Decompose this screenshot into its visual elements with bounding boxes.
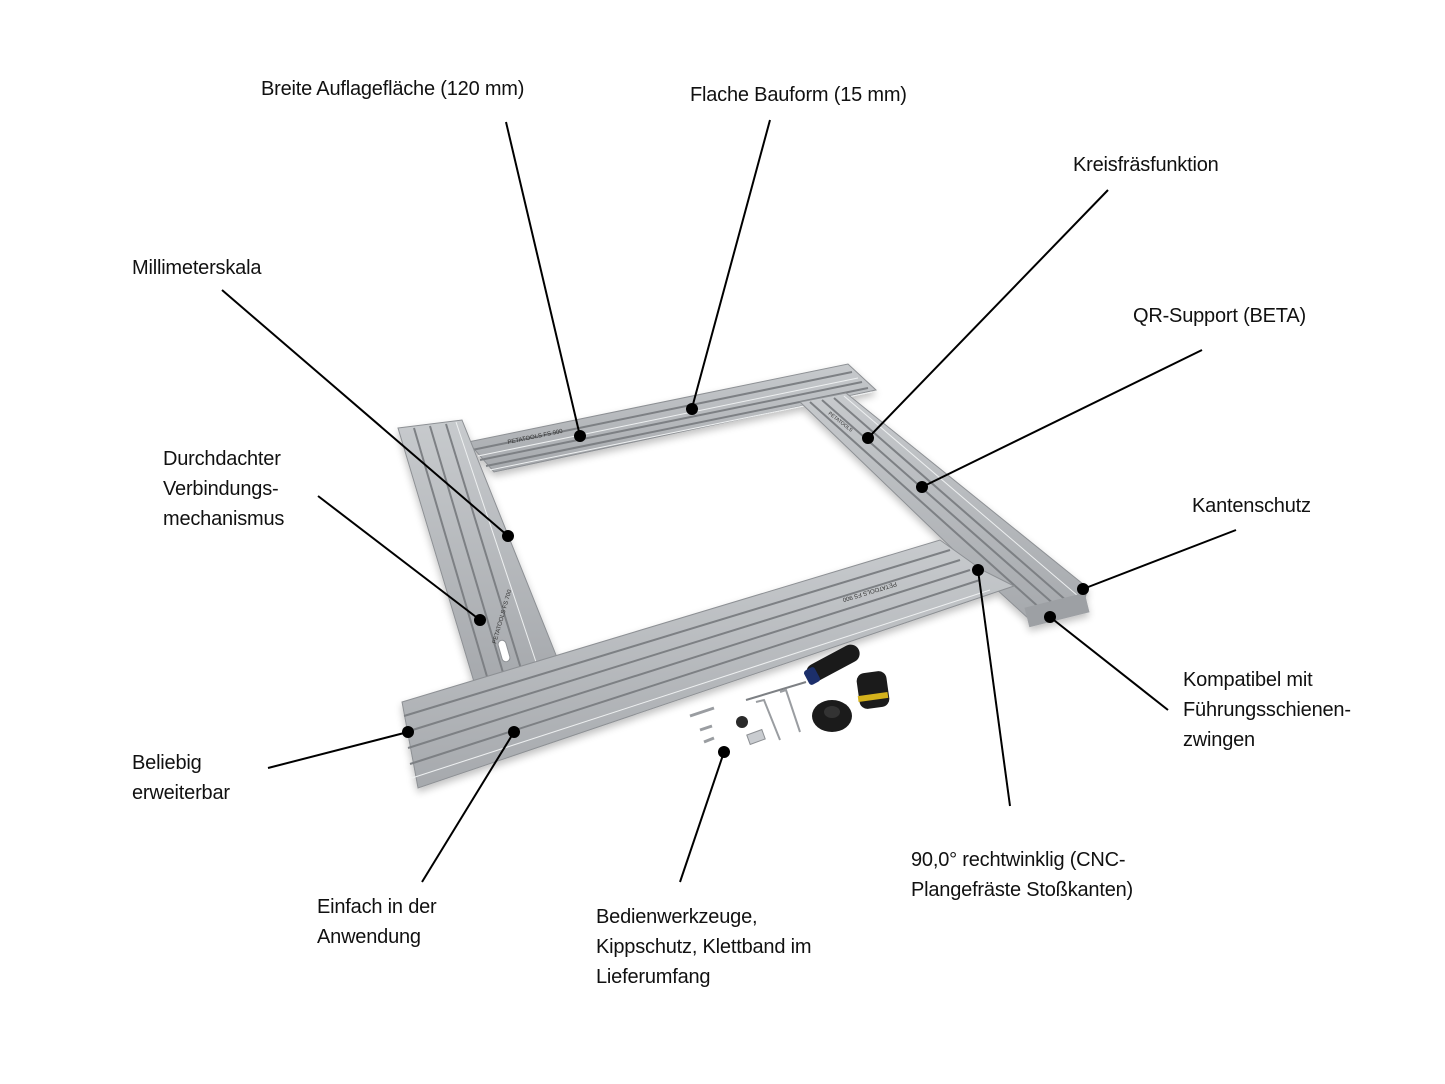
slot-nut-icon <box>746 728 766 746</box>
callout-label-erweiterbar: Beliebig erweiterbar <box>132 752 230 804</box>
callout-lines <box>221 119 1237 883</box>
callout-line-qr-support <box>921 349 1203 488</box>
nut-icon <box>736 716 748 728</box>
screw-short-icon <box>703 736 715 744</box>
rail-top <box>467 363 878 473</box>
callout-dot-flache-bauform <box>686 403 698 415</box>
callout-label-einfach: Einfach in der Anwendung <box>317 896 437 948</box>
callout-label-kreisfraes: Kreisfräsfunktion <box>1073 154 1219 176</box>
callout-label-breite-auflage: Breite Auflagefläche (120 mm) <box>261 78 525 100</box>
callout-line-lieferumfang <box>679 751 725 883</box>
callout-label-kantenschutz: Kantenschutz <box>1192 495 1311 517</box>
screw-long-icon <box>689 706 715 718</box>
callout-dot-einfach <box>508 726 520 738</box>
callout-dot-kantenschutz <box>1077 583 1089 595</box>
screwdriver-handle-icon <box>806 644 860 682</box>
callout-line-kompatibel <box>1049 616 1169 711</box>
callout-dot-breite-auflage <box>574 430 586 442</box>
callout-dot-lieferumfang <box>718 746 730 758</box>
callout-line-kantenschutz <box>1082 529 1237 590</box>
callout-label-kompatibel: Kompatibel mit Führungsschienen- zwingen <box>1183 669 1351 751</box>
callout-dot-kompatibel <box>1044 611 1056 623</box>
callout-label-millimeterskala: Millimeterskala <box>132 257 262 279</box>
callout-dot-kreisfraes <box>862 432 874 444</box>
callout-line-breite-auflage <box>505 121 581 437</box>
callout-label-qr-support: QR-Support (BETA) <box>1133 305 1306 327</box>
callout-line-rechtwinklig <box>977 569 1011 807</box>
callout-dots <box>402 403 1089 758</box>
callout-line-erweiterbar <box>267 731 409 769</box>
callout-label-flache-bauform: Flache Bauform (15 mm) <box>690 84 907 106</box>
tilt-guard-icon <box>856 671 890 709</box>
rail-front <box>401 539 1016 789</box>
callout-line-verbindung <box>317 495 481 621</box>
callout-label-verbindung: Durchdachter Verbindungs- mechanismus <box>163 448 285 530</box>
callout-label-lieferumfang: Bedienwerkzeuge, Kippschutz, Klettband i… <box>596 906 812 988</box>
callout-dot-verbindung <box>474 614 486 626</box>
hex-key-icon <box>755 698 781 741</box>
rail-left <box>397 419 559 683</box>
hex-key-icon <box>779 688 801 733</box>
callout-line-kreisfraes <box>867 189 1109 439</box>
screw-short-icon <box>699 724 713 732</box>
callout-line-flache-bauform <box>691 119 771 409</box>
callout-dot-qr-support <box>916 481 928 493</box>
callout-line-millimeterskala <box>221 289 509 537</box>
callout-dot-erweiterbar <box>402 726 414 738</box>
callout-label-rechtwinklig: 90,0° rechtwinklig (CNC- Plangefräste St… <box>911 849 1133 901</box>
accessories <box>689 644 890 746</box>
screwdriver-shaft-icon <box>745 681 807 701</box>
callout-dot-rechtwinklig <box>972 564 984 576</box>
callout-line-einfach <box>421 731 515 883</box>
callout-dot-millimeterskala <box>502 530 514 542</box>
